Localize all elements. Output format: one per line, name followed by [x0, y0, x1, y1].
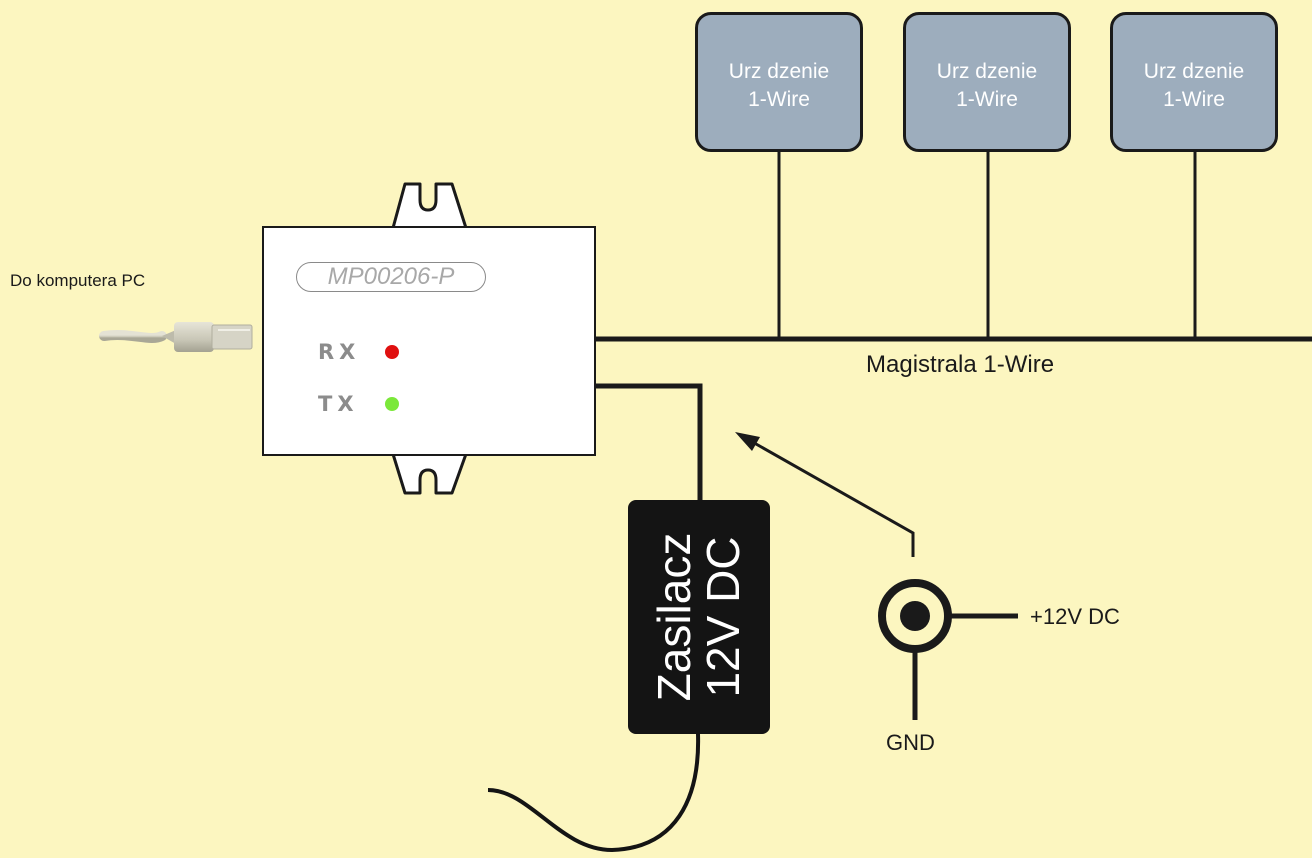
device-title: Urz dzenie [1143, 60, 1245, 83]
arrow-line [748, 438, 915, 557]
usb-plug [99, 322, 253, 352]
device-box-2: Urz dzenie 1-Wire [903, 12, 1071, 152]
device-subtitle: 1-Wire [1163, 88, 1225, 111]
power-supply: Zasilacz 12V DC [628, 500, 770, 734]
mount-ear-bottom [391, 453, 468, 495]
tx-led [385, 397, 399, 411]
dc-jack-icon [878, 579, 1018, 720]
pc-label: Do komputera PC [10, 271, 146, 290]
rx-led [385, 345, 399, 359]
device-subtitle: 1-Wire [956, 88, 1018, 111]
device-title: Urz dzenie [728, 60, 830, 83]
device-box-1: Urz dzenie 1-Wire [695, 12, 863, 152]
model-label: MP00206-P [296, 262, 486, 292]
interface-module: MP00206-P RX TX [262, 226, 596, 456]
psu-title: Zasilacz [648, 532, 700, 702]
tx-label: TX [318, 392, 359, 416]
bus-label: Magistrala 1-Wire [866, 351, 1055, 378]
arrow-head [735, 432, 760, 451]
plus-12v-label: +12V DC [1030, 604, 1120, 629]
device-title: Urz dzenie [936, 60, 1038, 83]
rx-label: RX [318, 340, 361, 364]
gnd-label: GND [886, 730, 935, 755]
psu-voltage: 12V DC [697, 536, 749, 698]
mount-ear-top [391, 182, 468, 229]
mains-cable [487, 733, 701, 853]
device-subtitle: 1-Wire [748, 88, 810, 111]
psu-text: Zasilacz 12V DC [648, 532, 749, 702]
power-wire [596, 383, 703, 502]
device-box-3: Urz dzenie 1-Wire [1110, 12, 1278, 152]
